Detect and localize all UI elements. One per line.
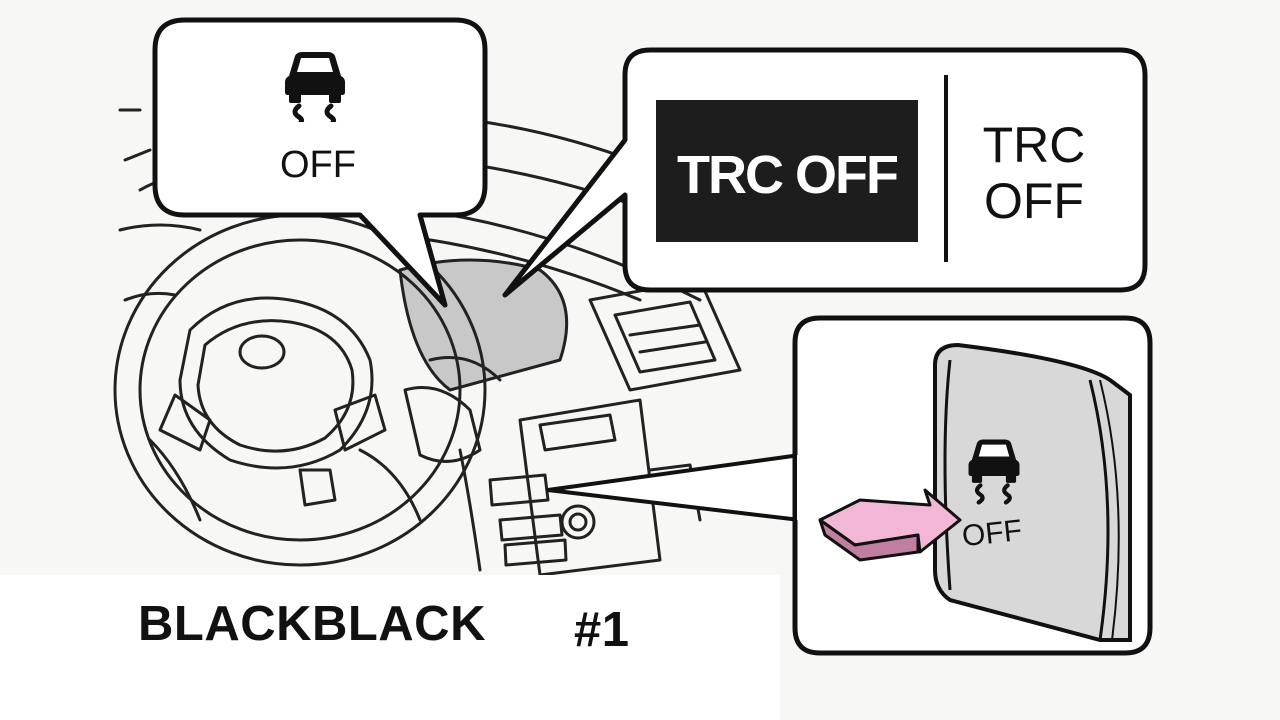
indicator-off-label: OFF [280, 144, 356, 186]
indicator-callout: OFF [152, 17, 488, 308]
alt-off-text: OFF [984, 173, 1084, 229]
display-screen [656, 100, 918, 242]
caption-brand: BLACKBLACK [138, 597, 486, 651]
caption-number: #1 [574, 603, 630, 657]
caption-area [0, 575, 780, 720]
alt-trc-text: TRC [983, 117, 1086, 173]
dashboard-illustration [113, 108, 762, 577]
switch-callout: OFF [546, 315, 1153, 656]
press-arrow-icon [818, 488, 962, 562]
trc-switch [933, 342, 1132, 642]
display-callout: TRC OFF TRC OFF [502, 47, 1148, 298]
display-trc-off-text: TRC OFF [677, 145, 898, 205]
switch-off-label: OFF [960, 514, 1023, 553]
